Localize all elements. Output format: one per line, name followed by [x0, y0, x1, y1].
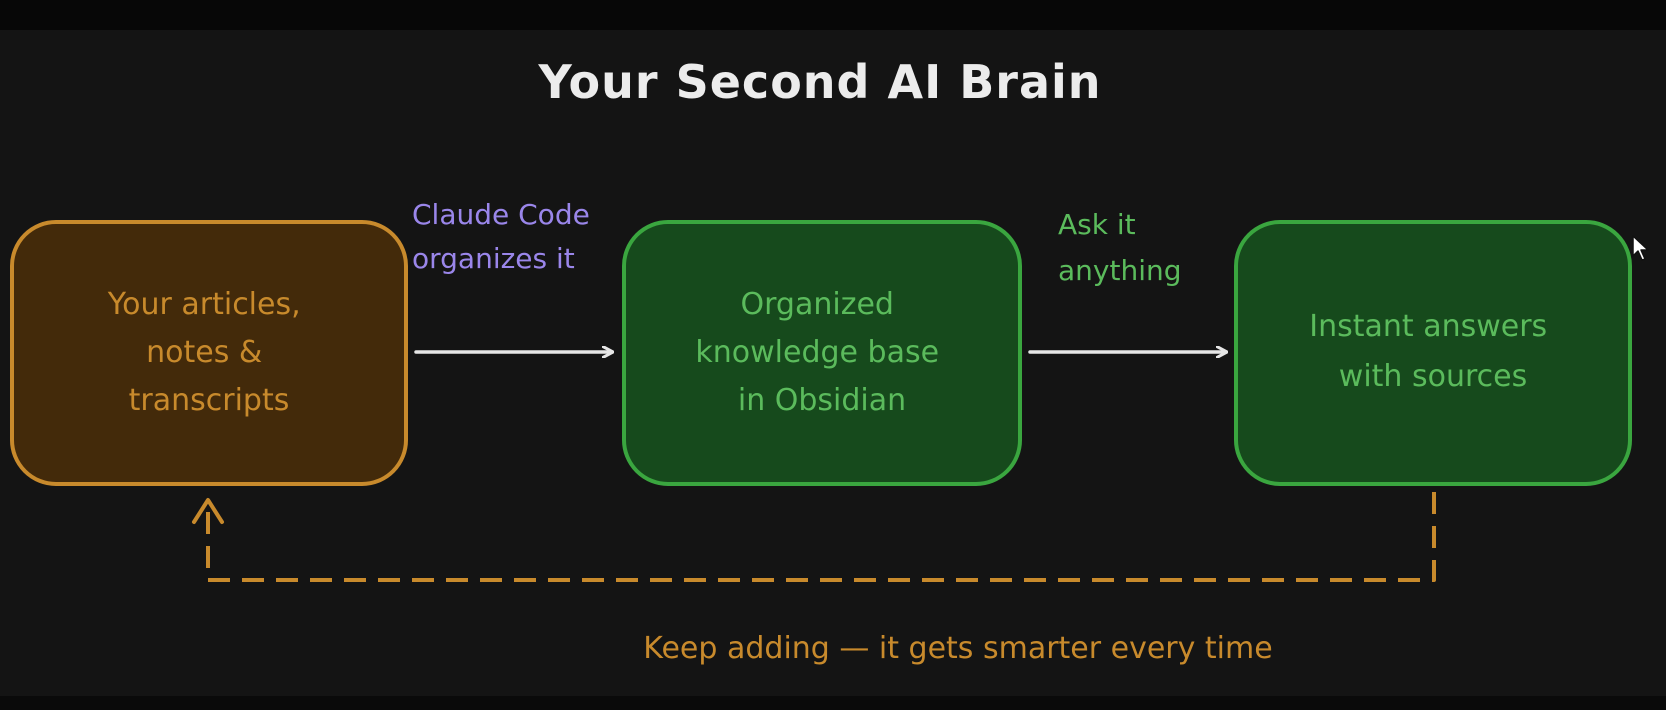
edge-ask-line-1: Ask it: [1058, 208, 1136, 241]
node-answers-line-2: with sources: [1339, 359, 1527, 394]
node-sources: Your articles, notes & transcripts: [10, 220, 408, 486]
edge-ask-line-2: anything: [1058, 254, 1182, 287]
diagram-title: Your Second AI Brain: [537, 55, 1101, 109]
node-knowledge-base-line-3: in Obsidian: [738, 383, 906, 418]
edge-organize-line-2: organizes it: [412, 242, 575, 275]
node-knowledge-base-line-1: Organized: [741, 287, 894, 322]
node-knowledge-base-box: [622, 220, 1022, 486]
node-knowledge-base-label: Organized knowledge base in Obsidian: [695, 287, 948, 418]
node-knowledge-base-line-2: knowledge base: [695, 335, 939, 370]
bottom-letterbox-bar: [0, 696, 1666, 710]
edge-feedback-label: Keep adding — it gets smarter every time: [643, 631, 1272, 666]
node-answers-line-1: Instant answers: [1309, 309, 1547, 344]
edge-feedback-dashed-line: [206, 492, 1436, 582]
edge-feedback-arrowhead: [192, 498, 224, 524]
node-sources-line-3: transcripts: [129, 383, 290, 418]
node-knowledge-base: Organized knowledge base in Obsidian: [622, 220, 1022, 486]
top-letterbox-bar: [0, 0, 1666, 30]
edge-ask-label: Ask it anything: [1058, 208, 1182, 287]
node-answers-label: Instant answers with sources: [1309, 309, 1556, 394]
edge-feedback-loop: [192, 492, 1436, 582]
node-sources-box: [10, 220, 408, 486]
edge-organize-label: Claude Code organizes it: [412, 198, 599, 275]
node-sources-label: Your articles, notes & transcripts: [107, 287, 310, 418]
node-answers-box: [1234, 220, 1632, 486]
edge-organize-line-1: Claude Code: [412, 198, 590, 231]
node-sources-line-2: notes &: [146, 335, 262, 370]
node-answers: Instant answers with sources: [1234, 220, 1632, 486]
node-sources-line-1: Your articles,: [107, 287, 301, 322]
mouse-pointer-icon: [1632, 235, 1649, 261]
